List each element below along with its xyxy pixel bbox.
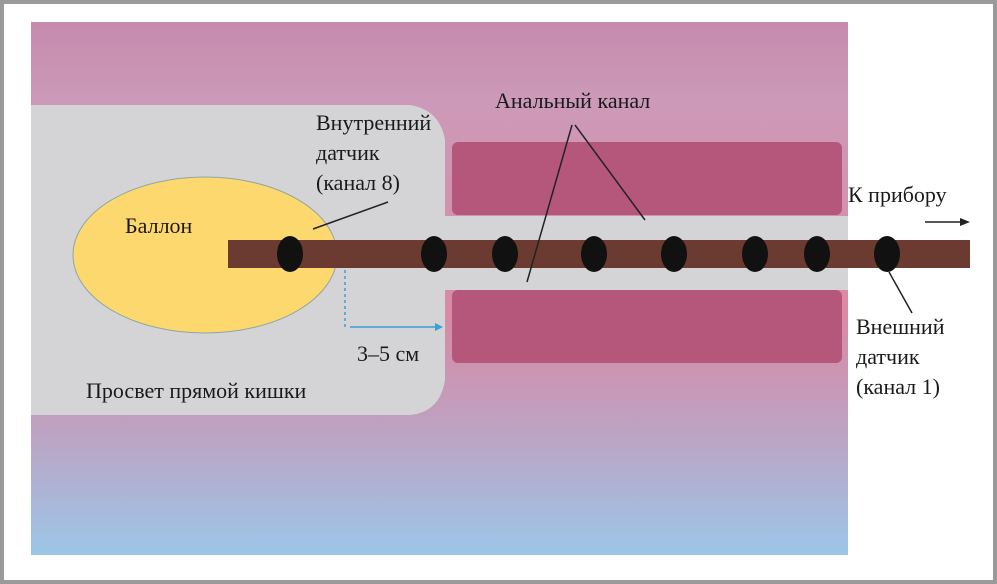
arrow-head-icon [960,218,970,226]
sensor [874,236,900,272]
dimension-arrow-head-icon [435,323,443,331]
label-inner-sensor-3: (канал 8) [316,170,400,195]
label-inner-sensor-1: Внутренний [316,110,431,135]
lower-sphincter [452,290,842,363]
label-outer-sensor-2: датчик [856,344,920,369]
label-inner-sensor-2: датчик [316,140,380,165]
label-rectal-lumen: Просвет прямой кишки [86,378,307,403]
label-balloon: Баллон [125,213,193,238]
label-to-device: К прибору [848,182,947,207]
sensor [581,236,607,272]
sensor [421,236,447,272]
anal-canal-pointer-lower [526,124,573,283]
upper-sphincter [452,142,842,215]
sensor [804,236,830,272]
sensor [661,236,687,272]
inner-sensor-pointer [312,201,389,230]
sensor [742,236,768,272]
label-outer-sensor-3: (канал 1) [856,374,940,399]
outer-sensor-pointer [888,271,913,314]
sensor [492,236,518,272]
sensors [277,236,900,272]
label-distance: 3–5 см [357,341,419,366]
label-anal-canal: Анальный канал [495,88,650,113]
label-outer-sensor-1: Внешний [856,314,945,339]
anal-canal-pointer-upper [574,124,646,221]
sensor [277,236,303,272]
